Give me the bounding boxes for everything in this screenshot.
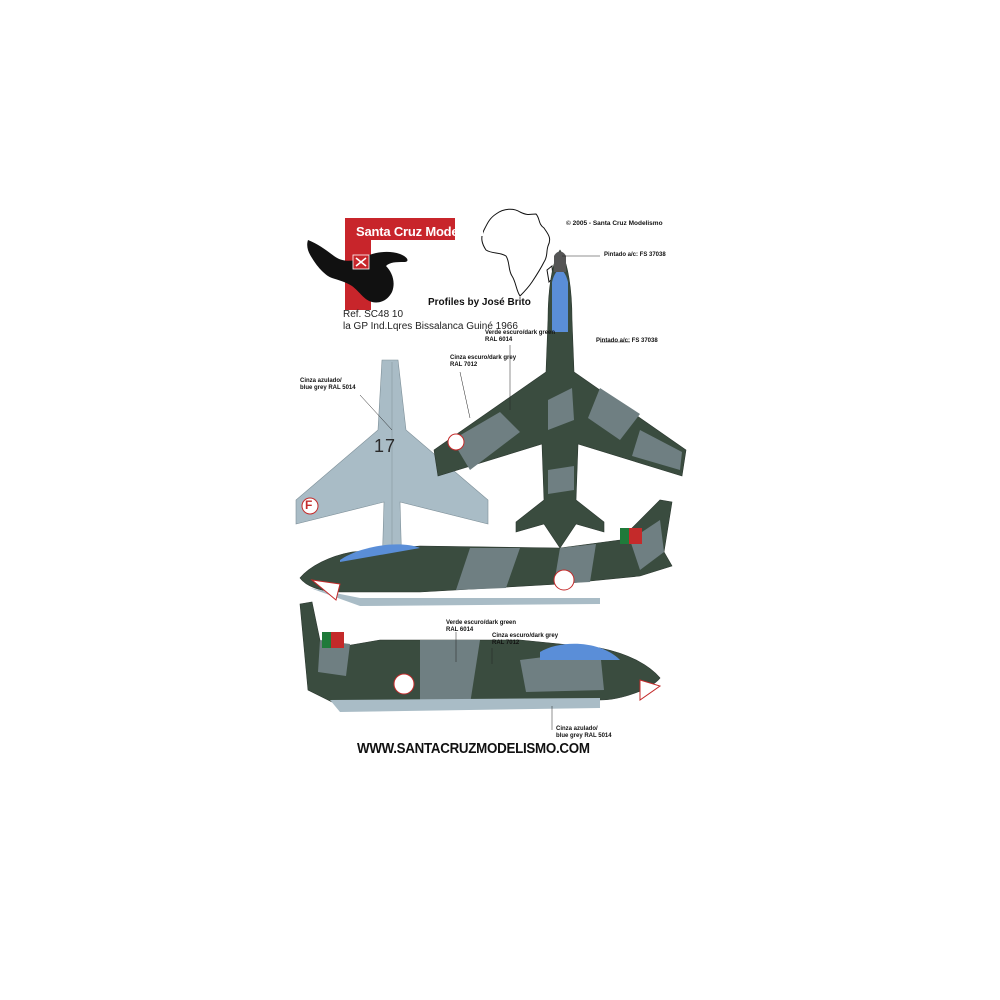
- reference-block: Ref. SC48 10 la GP Ind.Lqres Bissalanca …: [343, 309, 518, 333]
- top-nose: [554, 251, 566, 272]
- note-pitot-top: Pintado a/c: FS 37038: [604, 252, 666, 258]
- reference-description: la GP Ind.Lqres Bissalanca Guiné 1966: [343, 321, 518, 332]
- logo-red-banner: [345, 218, 455, 240]
- note-side-grey: Cinza escuro/dark grey RAL 7012: [492, 633, 559, 646]
- note-side-under: Cinza azulado/ blue grey RAL 5014: [556, 726, 612, 739]
- website-link[interactable]: WWW.SANTACRUZMODELISMO.COM: [357, 741, 590, 757]
- top-view: [433, 249, 687, 549]
- lower-canopy: [540, 643, 620, 660]
- note-top-grey: Cinza escuro/dark grey RAL 7012: [450, 355, 517, 368]
- note-pitot-wing: Pintado a/c: FS 37038: [596, 338, 658, 344]
- upper-roundel: [553, 569, 575, 591]
- copyright-text: © 2005 - Santa Cruz Modelismo: [566, 220, 663, 227]
- underside-serial: 17: [374, 436, 397, 456]
- upper-sharkmouth: [310, 579, 341, 601]
- nose-code: F: [305, 498, 313, 512]
- brand-name: Santa Cruz Modelismo: [356, 224, 492, 239]
- lower-sharkmouth: [639, 679, 662, 701]
- note-side-green: Verde escuro/dark green RAL 6014: [446, 620, 517, 633]
- profile-credit: Profiles by José Brito: [428, 297, 531, 308]
- top-roundel: [447, 433, 465, 451]
- top-canopy: [552, 270, 568, 332]
- lower-flag: [322, 632, 331, 648]
- side-profile-upper: [299, 499, 673, 606]
- logo-cross-icon: [355, 257, 367, 267]
- logo-animal-silhouette: [307, 240, 408, 303]
- africa-map-icon: [481, 208, 554, 297]
- reference-code: Ref. SC48 10: [343, 309, 404, 320]
- note-top-green: Verde escuro/dark green RAL 6014: [485, 330, 556, 343]
- upper-flag: [620, 528, 629, 544]
- upper-canopy: [340, 544, 420, 562]
- note-top-under: Cinza azulado/ blue grey RAL 5014: [300, 378, 356, 391]
- camo-grey-band: [452, 412, 520, 470]
- side-profile-lower: [299, 601, 662, 712]
- underside-roundel: [301, 497, 319, 515]
- lower-roundel: [393, 673, 415, 695]
- brand-logo: [307, 218, 455, 310]
- leader-lines: [359, 255, 630, 730]
